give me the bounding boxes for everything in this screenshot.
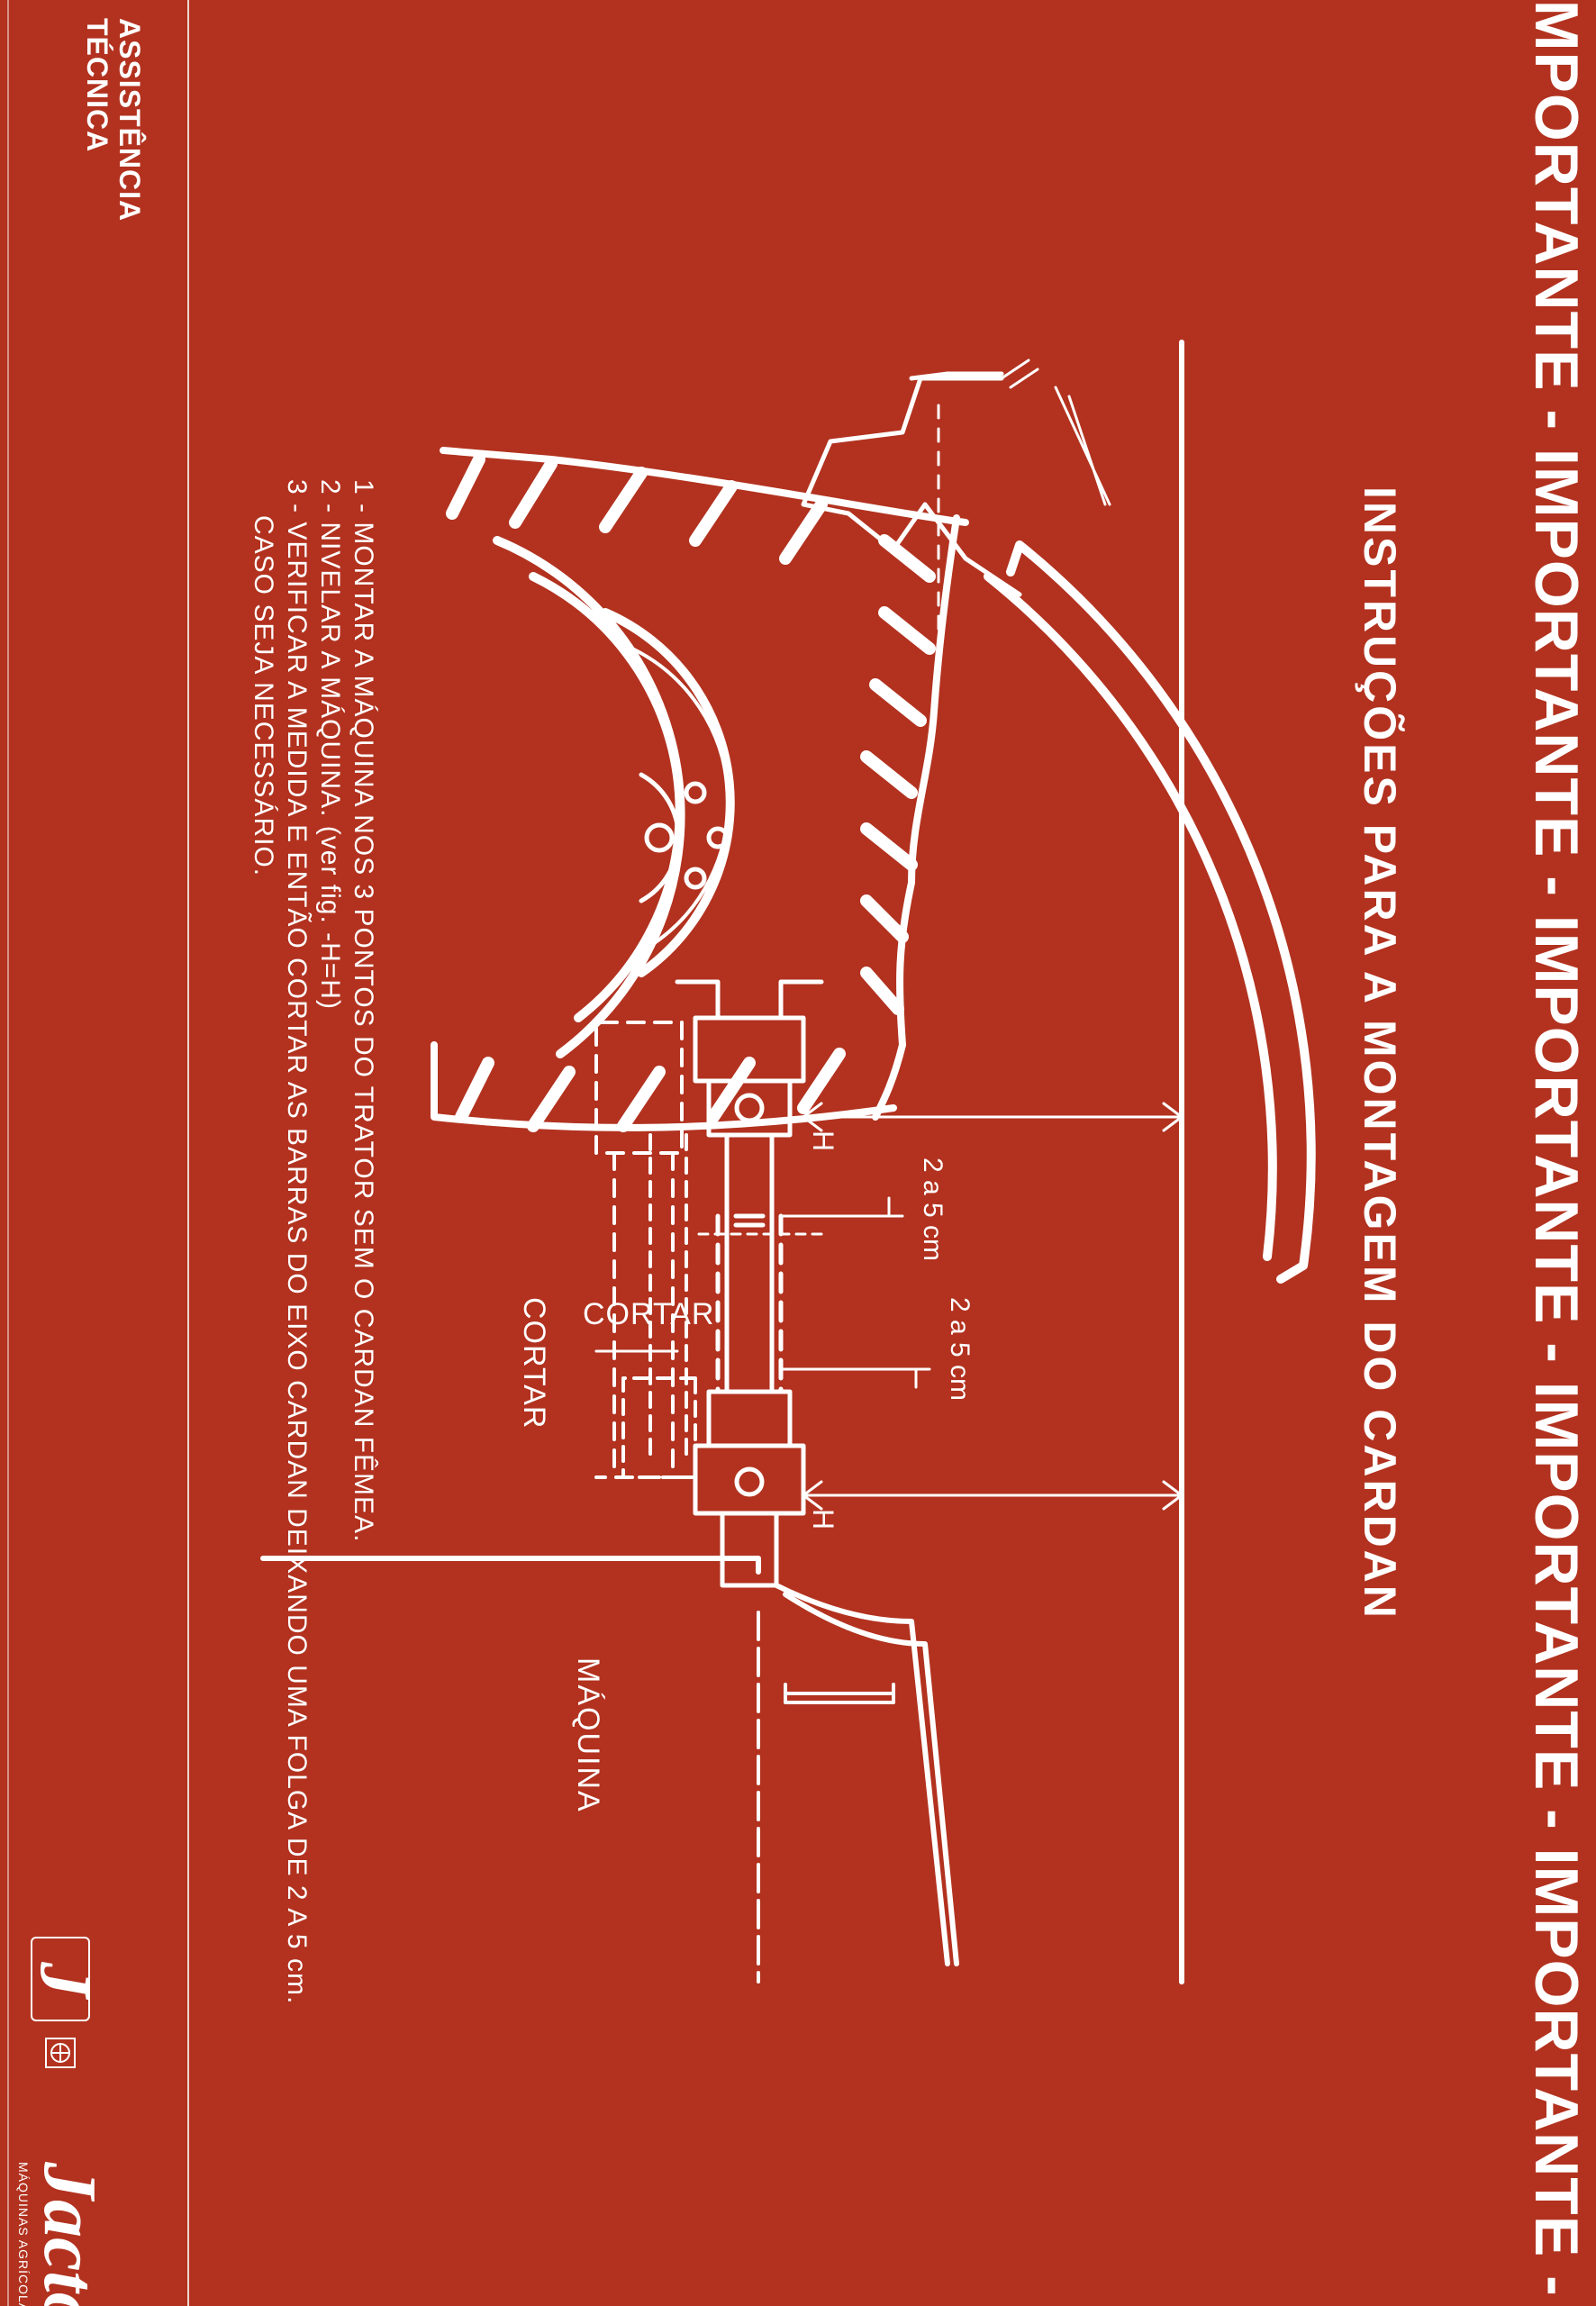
logo-emblem-icon [45,2038,76,2068]
footer-divider [187,0,189,2306]
universal-joint-front [693,1015,806,1138]
machine-hitch [784,1683,895,1704]
gap-dimension-2 [779,1367,931,1389]
h-dimension-right [802,1480,1183,1511]
footer-label-line2: TÉCNICA [81,18,113,153]
gap-label-2: 2 a 5 cm [945,1297,975,1402]
tractor-fender [984,540,1316,1284]
machine-frame-arm [774,1583,959,1966]
cut-shaft-lower [621,1133,697,1479]
h-label-left: H [807,1130,839,1152]
pto-stub [675,979,824,1021]
universal-joint-rear-pin [734,1466,765,1497]
instruction-steps: 1 - MONTAR A MÁQUINA NOS 3 PONTOS DO TRA… [247,479,380,2005]
wheel-rim [493,536,735,1058]
step-2: 2 - NIVELAR A MÁQUINA. (ver fig. -H=H) [315,479,345,1010]
footer-divider-inner [7,0,9,2306]
cardan-tube-inner [724,1132,775,1394]
wheel-rim-inner [630,647,730,948]
universal-joint-front-pin [734,1093,765,1123]
cardan-tube-outer [715,1213,784,1394]
step-3-continued: CASO SEJA NECESSÁRIO. [249,515,278,877]
step-1: 1 - MONTAR A MÁQUINA NOS 3 PONTOS DO TRA… [349,479,378,1543]
hub-bolt [684,781,707,804]
machine-label: MÁQUINA [571,1657,605,1813]
step-3: 3 - VERIFICAR A MEDIDA E ENTÃO CORTAR AS… [282,479,312,2005]
h-label-right: H [807,1509,839,1530]
hub-bolt [644,822,675,853]
tractor-hatch [1000,359,1111,506]
gap-label-1: 2 a 5 cm [918,1158,948,1262]
universal-joint-rear [693,1389,806,1516]
wheel-hub [639,772,681,903]
cut-label: CORTAR [517,1297,551,1430]
machine-input-shaft [720,1511,779,1588]
tractor-body-top [909,371,1004,381]
hub-bolt [706,826,730,849]
tractor-tire-lugs [446,453,936,1132]
cut-shaft-upper [594,1021,688,1479]
gap-dimension-1 [779,1196,904,1218]
technical-assistance-label: ASSISTÊNCIA TÉCNICA [81,18,146,222]
footer-label-line1: ASSISTÊNCIA [113,18,146,222]
jacto-logo-icon: J [25,1962,104,1998]
brand-tagline: MÁQUINAS AGRÍCOLAS [16,2162,31,2306]
h-dimension-left [802,1102,1183,1132]
hub-bolt [684,867,707,890]
brand-wordmark: Jacto [28,2162,112,2306]
cut-label-lower: CORTAR [583,1297,715,1331]
machine-frame-top [260,1556,761,1575]
